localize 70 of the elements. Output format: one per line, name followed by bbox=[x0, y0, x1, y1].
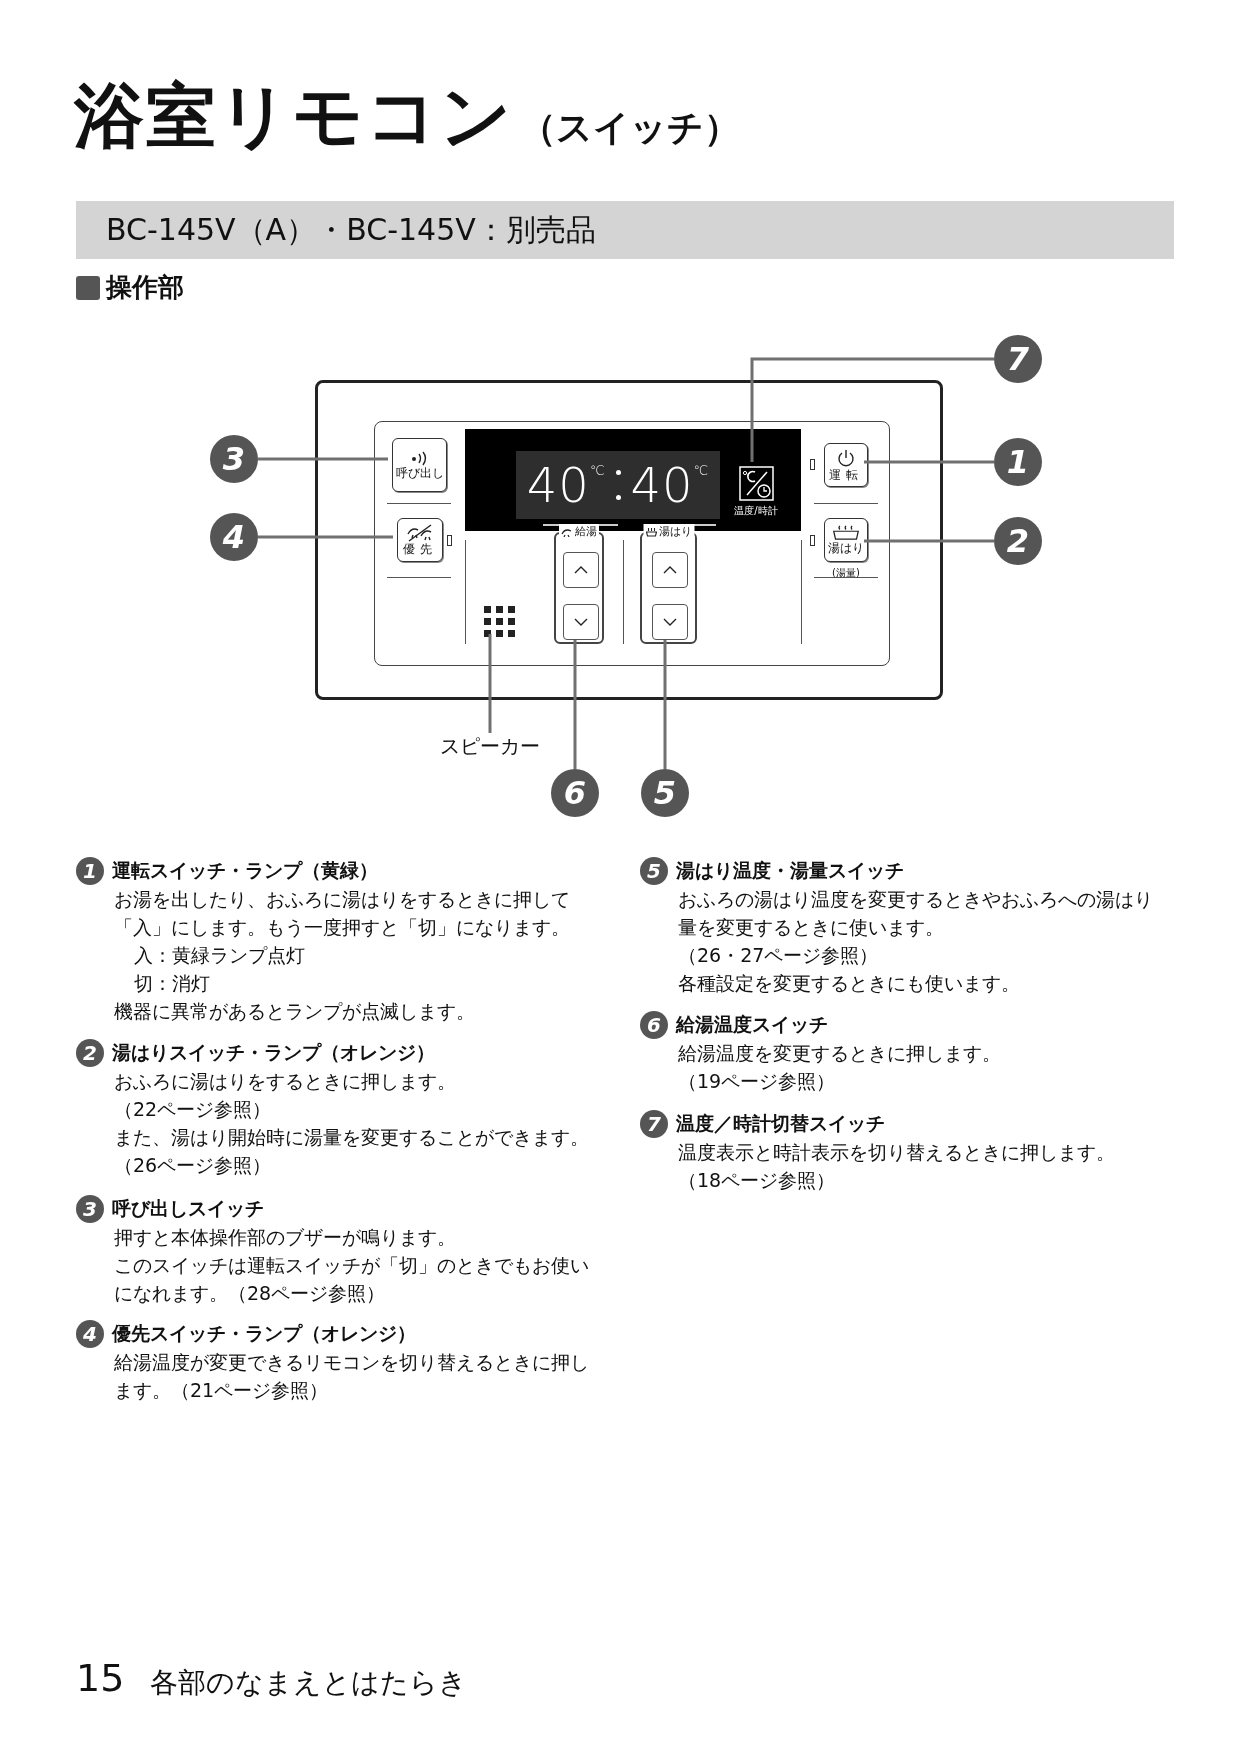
callout-number: 5 bbox=[641, 769, 689, 817]
call-button: 呼び出し bbox=[392, 438, 447, 492]
callout-number: 1 bbox=[994, 438, 1042, 486]
item-number: 7 bbox=[640, 1110, 668, 1138]
priority-button: 優先 bbox=[397, 518, 443, 562]
callout-number: 3 bbox=[210, 435, 258, 483]
leader-line bbox=[864, 460, 994, 464]
bath-fill-button: 湯はり bbox=[824, 518, 868, 562]
group-label-text: 湯はり bbox=[659, 524, 692, 539]
item-number: 4 bbox=[76, 1320, 104, 1348]
leader-line bbox=[258, 457, 388, 461]
description-text: 温度表示と時計表示を切り替えるときに押します。 bbox=[678, 1140, 1116, 1165]
down-button bbox=[652, 604, 688, 640]
footer-text: 各部のなまえとはたらき bbox=[150, 1665, 467, 1701]
description-text: （19ページ参照） bbox=[678, 1069, 837, 1094]
description-text: このスイッチは運転スイッチが「切」のときでもお使いになれます。（28ページ参照） bbox=[114, 1253, 590, 1306]
section-heading: 操作部 bbox=[106, 271, 184, 304]
description-text: 各種設定を変更するときにも使います。 bbox=[678, 971, 1021, 996]
button-caption: (湯量) bbox=[831, 566, 861, 580]
leader-line bbox=[488, 634, 492, 733]
description-text: 給湯温度が変更できるリモコンを切り替えるときに押します。（21ページ参照） bbox=[114, 1350, 590, 1403]
callout-number: 7 bbox=[994, 335, 1042, 383]
switch-label: 温度/時計 bbox=[734, 504, 778, 518]
description-text: （22ページ参照） bbox=[114, 1097, 273, 1122]
page-title: 浴室リモコン bbox=[74, 74, 514, 159]
leader-line bbox=[663, 640, 667, 769]
item-heading: 湯はり温度・湯量スイッチ bbox=[676, 858, 904, 883]
up-button bbox=[652, 552, 688, 588]
item-number: 5 bbox=[640, 857, 668, 885]
description-text: 切：消灯 bbox=[134, 971, 211, 996]
description-text: 入：黄緑ランプ点灯 bbox=[134, 943, 306, 968]
item-heading: 優先スイッチ・ランプ（オレンジ） bbox=[112, 1321, 416, 1346]
item-heading: 温度／時計切替スイッチ bbox=[676, 1111, 885, 1136]
callout-number: 4 bbox=[210, 513, 258, 561]
description-text: 押すと本体操作部のブザーが鳴ります。 bbox=[114, 1225, 457, 1250]
leader-line bbox=[864, 539, 994, 543]
description-text: おふろに湯はりをするときに押します。 bbox=[114, 1069, 457, 1094]
description-text: 機器に異常があるとランプが点滅します。 bbox=[114, 999, 476, 1024]
item-number: 1 bbox=[76, 857, 104, 885]
item-heading: 呼び出しスイッチ bbox=[112, 1196, 264, 1221]
item-heading: 給湯温度スイッチ bbox=[676, 1012, 828, 1037]
part-label: スピーカー bbox=[435, 733, 545, 761]
description-text: おふろの湯はり温度を変更するときやおふろへの湯はり量を変更するときに使います。 bbox=[678, 887, 1154, 940]
description-text: お湯を出したり、おふろに湯はりをするときに押して「入」にします。もう一度押すと「切」になります。 bbox=[114, 887, 571, 940]
temperature-reading: 40$^{℃}$ bbox=[526, 457, 606, 513]
item-number: 3 bbox=[76, 1195, 104, 1223]
leader-line bbox=[258, 535, 393, 539]
callout-number: 2 bbox=[994, 517, 1042, 565]
up-button bbox=[563, 552, 599, 588]
description-text: （26・27ページ参照） bbox=[678, 943, 880, 968]
leader-line bbox=[750, 357, 994, 462]
page-number: 15 bbox=[76, 1656, 125, 1700]
model-label: BC-145V（A）・BC-145V：別売品 bbox=[106, 210, 596, 249]
leader-line bbox=[573, 640, 577, 769]
temperature-reading: 40$^{℃}$ bbox=[630, 457, 710, 513]
callout-number: 6 bbox=[551, 769, 599, 817]
control-panel bbox=[374, 421, 890, 666]
item-number: 2 bbox=[76, 1039, 104, 1067]
down-button bbox=[563, 604, 599, 640]
speaker-grille bbox=[483, 605, 516, 638]
description-text: また、湯はり開始時に湯量を変更することができます。（26ページ参照） bbox=[114, 1125, 590, 1178]
remote-control-frame bbox=[315, 380, 943, 700]
title-suffix: （スイッチ） bbox=[520, 106, 740, 150]
group-label-text: 給湯 bbox=[575, 524, 597, 539]
power-button: 運転 bbox=[824, 443, 868, 487]
description-text: 給湯温度を変更するときに押します。 bbox=[678, 1041, 1002, 1066]
item-number: 6 bbox=[640, 1011, 668, 1039]
item-heading: 湯はりスイッチ・ランプ（オレンジ） bbox=[112, 1040, 435, 1065]
description-text: （18ページ参照） bbox=[678, 1168, 837, 1193]
item-heading: 運転スイッチ・ランプ（黄緑） bbox=[112, 858, 378, 883]
